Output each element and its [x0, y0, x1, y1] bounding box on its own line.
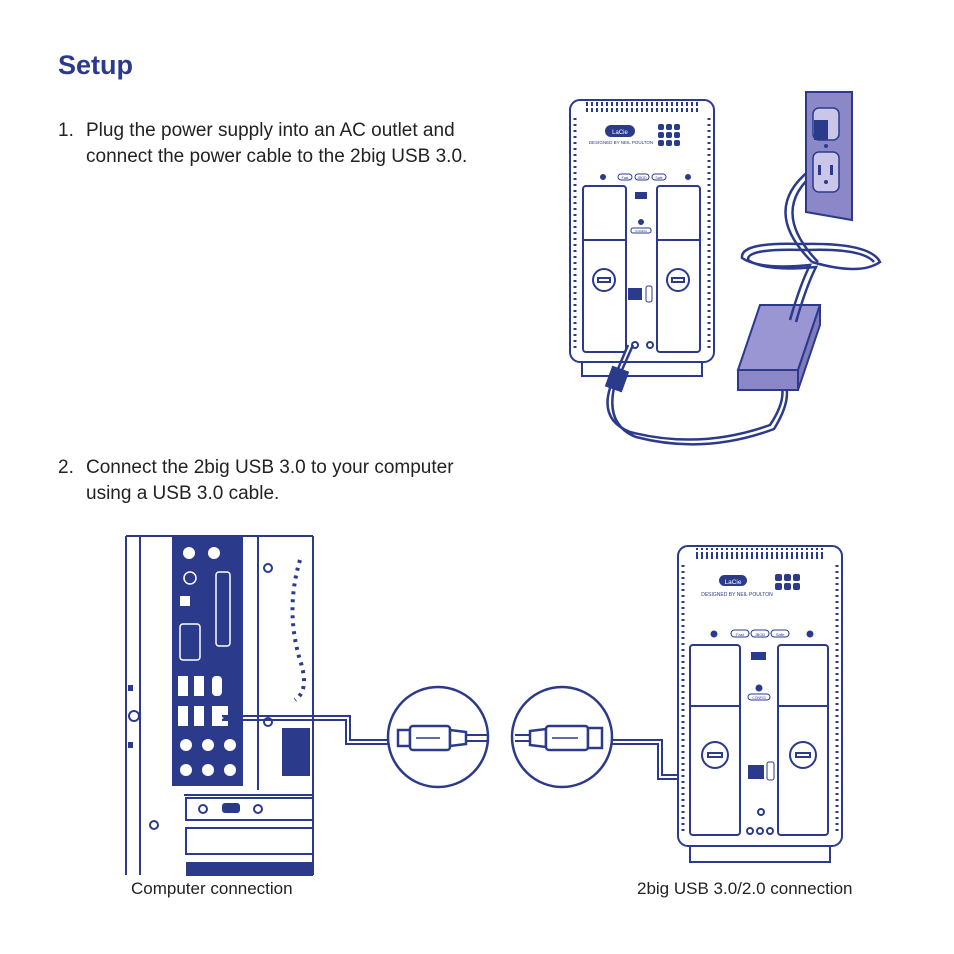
brand-logo-text: LaCie [612, 130, 628, 136]
grid-logo-icon [658, 124, 680, 146]
step-text-line1: Connect the 2big USB 3.0 to your compute… [86, 457, 454, 478]
config-label: CONFIG [635, 229, 647, 233]
page-title: Setup [58, 50, 134, 80]
config-label: CONFIG [752, 696, 766, 700]
designer-text: DESIGNED BY NEIL POULTON [589, 140, 653, 145]
mode-label-fast: Fast [736, 632, 745, 637]
step-2: 2. Connect the 2big USB 3.0 to your compu… [58, 455, 454, 507]
drive-rear-bottom [677, 545, 843, 863]
computer-rear-panel [125, 535, 314, 876]
lacie-logo [605, 125, 635, 137]
caption-drive-connection: 2big USB 3.0/2.0 connection [637, 879, 853, 898]
power-cable [604, 344, 789, 446]
mode-label-jbod: JBOD [755, 632, 766, 637]
lacie-logo [719, 575, 747, 586]
step-number: 2. [58, 457, 74, 478]
mode-label-safe: Safe [776, 632, 785, 637]
mode-label-safe: Safe [655, 176, 662, 180]
step-text-line1: Plug the power supply into an AC outlet … [86, 120, 455, 141]
step-1: 1. Plug the power supply into an AC outle… [58, 118, 467, 170]
designer-text: DESIGNED BY NEIL POULTON [701, 592, 773, 598]
step-number: 1. [58, 120, 74, 141]
usb-b-connector-zoom [510, 685, 614, 789]
step-text-line2: connect the power cable to the 2big USB … [86, 146, 468, 167]
power-adapter [736, 304, 822, 391]
usb-a-connector-zoom [386, 685, 490, 789]
brand-logo-text: LaCie [725, 579, 742, 586]
step-text-line2: using a USB 3.0 cable. [86, 483, 280, 504]
grid-logo-icon [775, 574, 800, 590]
mode-label-jbod: JBOD [637, 176, 647, 180]
mode-label-fast: Fast [622, 176, 629, 180]
drive-rear-top [569, 99, 715, 377]
wall-outlet [805, 91, 853, 222]
caption-computer-connection: Computer connection [131, 879, 293, 898]
